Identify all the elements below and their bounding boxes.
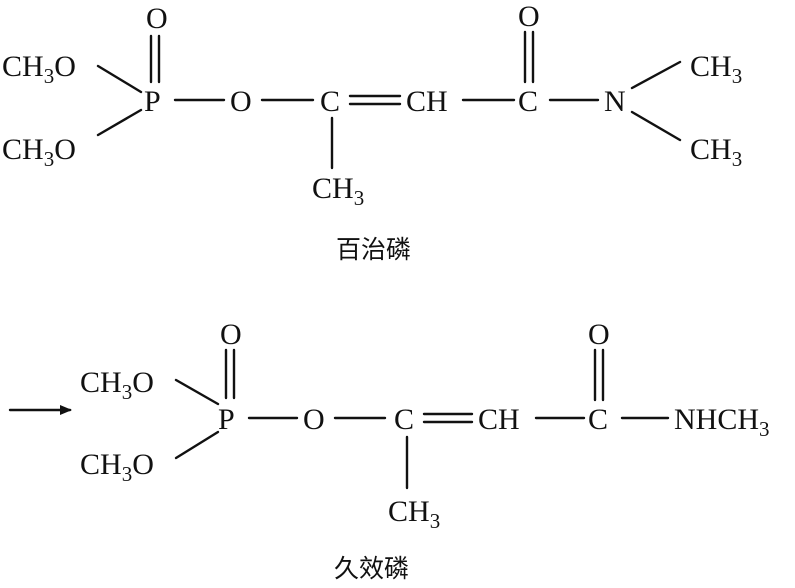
n-methyl-1-subscript: 3 bbox=[732, 64, 743, 88]
n-methyl-2-base: CH bbox=[690, 133, 732, 166]
compound-name-dicrotophos: 百治磷 bbox=[336, 235, 411, 264]
ester-group-1-base: CH bbox=[2, 50, 44, 83]
carbonyl-carbon: C bbox=[518, 85, 538, 118]
bond-ester2-p bbox=[174, 430, 220, 460]
ester-group-1-oxygen: O bbox=[132, 366, 154, 399]
bonds-monocrotophos bbox=[174, 348, 670, 490]
ester-group-2-base: CH bbox=[2, 133, 44, 166]
bridge-oxygen: O bbox=[230, 85, 252, 118]
phosphorus-atom: P bbox=[218, 403, 235, 436]
ester-group-1-subscript: 3 bbox=[44, 64, 55, 88]
carbonyl-carbon: C bbox=[588, 403, 608, 436]
n-methyl-2-subscript: 3 bbox=[732, 147, 743, 171]
ester-group-1-subscript: 3 bbox=[122, 380, 133, 404]
vinyl-carbon: C bbox=[320, 85, 340, 118]
methyl-branch-subscript: 3 bbox=[354, 186, 365, 210]
compound-monocrotophos: CH3O CH3O O P O C CH C O NHCH3 CH3 久效磷 bbox=[80, 318, 770, 583]
compound-name-monocrotophos: 久效磷 bbox=[334, 554, 409, 583]
ester-group-2-oxygen: O bbox=[54, 133, 76, 166]
methyl-branch-base: CH bbox=[312, 172, 354, 205]
phosphoryl-oxygen: O bbox=[220, 318, 242, 351]
phosphorus-atom: P bbox=[144, 85, 161, 118]
ester-group-1: CH3O bbox=[80, 366, 154, 404]
ester-group-1-oxygen: O bbox=[54, 50, 76, 83]
vinyl-carbon: C bbox=[394, 403, 414, 436]
ester-group-1: CH3O bbox=[2, 50, 76, 88]
amide-nhch3-group: NHCH3 bbox=[674, 403, 770, 441]
carbonyl-oxygen: O bbox=[518, 0, 540, 33]
compound-dicrotophos: CH3O CH3O O P O C CH C O N CH3 CH3 CH3 百… bbox=[2, 0, 742, 264]
bonds-dicrotophos bbox=[96, 30, 682, 170]
ester-group-2-subscript: 3 bbox=[44, 147, 55, 171]
methyl-branch-subscript: 3 bbox=[430, 509, 441, 533]
ester-group-2-oxygen: O bbox=[132, 448, 154, 481]
bond-n-methyl2 bbox=[630, 110, 682, 142]
bond-n-methyl1 bbox=[630, 60, 682, 90]
methyl-branch: CH3 bbox=[388, 495, 440, 533]
amide-nitrogen: N bbox=[604, 85, 626, 118]
ester-group-2: CH3O bbox=[2, 133, 76, 171]
methyl-branch: CH3 bbox=[312, 172, 364, 210]
ester-group-1-base: CH bbox=[80, 366, 122, 399]
phosphoryl-oxygen: O bbox=[146, 2, 168, 35]
bond-ester2-p bbox=[96, 108, 143, 137]
bridge-oxygen: O bbox=[303, 403, 325, 436]
n-methyl-1-base: CH bbox=[690, 50, 732, 83]
bond-ester1-p bbox=[96, 64, 143, 94]
amide-nhch3-base: NHCH bbox=[674, 403, 759, 436]
ester-group-2-base: CH bbox=[80, 448, 122, 481]
methyl-branch-base: CH bbox=[388, 495, 430, 528]
ester-group-2: CH3O bbox=[80, 448, 154, 486]
carbonyl-oxygen: O bbox=[588, 318, 610, 351]
bond-ester1-p bbox=[174, 378, 220, 406]
methine-group: CH bbox=[478, 403, 520, 436]
n-methyl-1: CH3 bbox=[690, 50, 742, 88]
n-methyl-2: CH3 bbox=[690, 133, 742, 171]
methine-group: CH bbox=[406, 85, 448, 118]
amide-nhch3-subscript: 3 bbox=[759, 417, 770, 441]
ester-group-2-subscript: 3 bbox=[122, 462, 133, 486]
